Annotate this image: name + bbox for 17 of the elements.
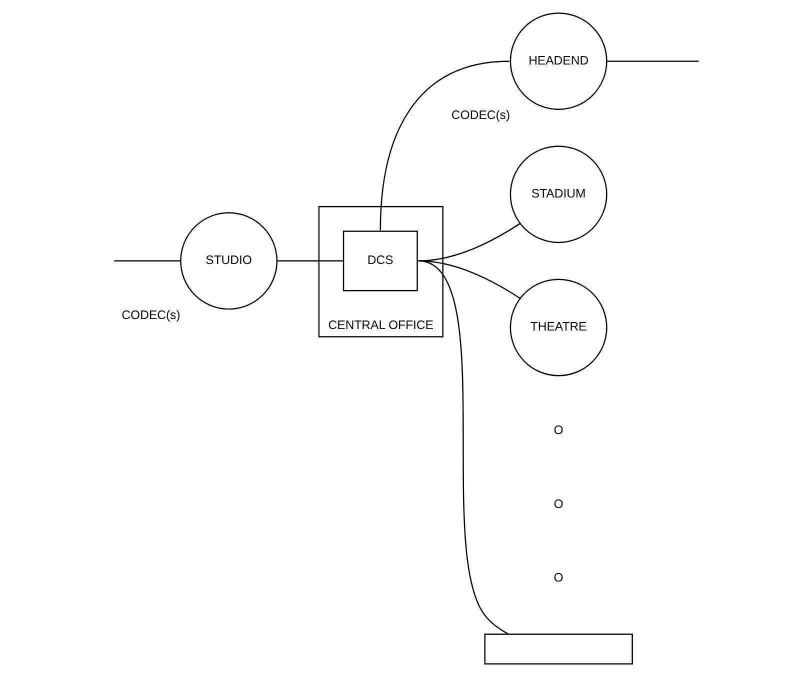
- node-box: [484, 633, 632, 664]
- connector: [379, 60, 509, 230]
- connector: [276, 260, 343, 262]
- node-circle: STUDIO: [180, 212, 278, 310]
- label: O: [553, 570, 563, 584]
- label: O: [553, 422, 563, 437]
- connector: [606, 60, 698, 62]
- node-label: CODEC(s): [450, 108, 510, 122]
- node-label: CODEC(s): [121, 307, 180, 322]
- label: O: [553, 496, 563, 510]
- connector: [418, 222, 520, 262]
- node-box: DCS: [342, 230, 418, 291]
- node-circle: THEATRE: [509, 278, 607, 376]
- node-circle: STADIUM: [509, 145, 607, 243]
- connector: [114, 260, 180, 262]
- node-circle: HEADEND: [509, 12, 607, 110]
- connector: [418, 260, 508, 634]
